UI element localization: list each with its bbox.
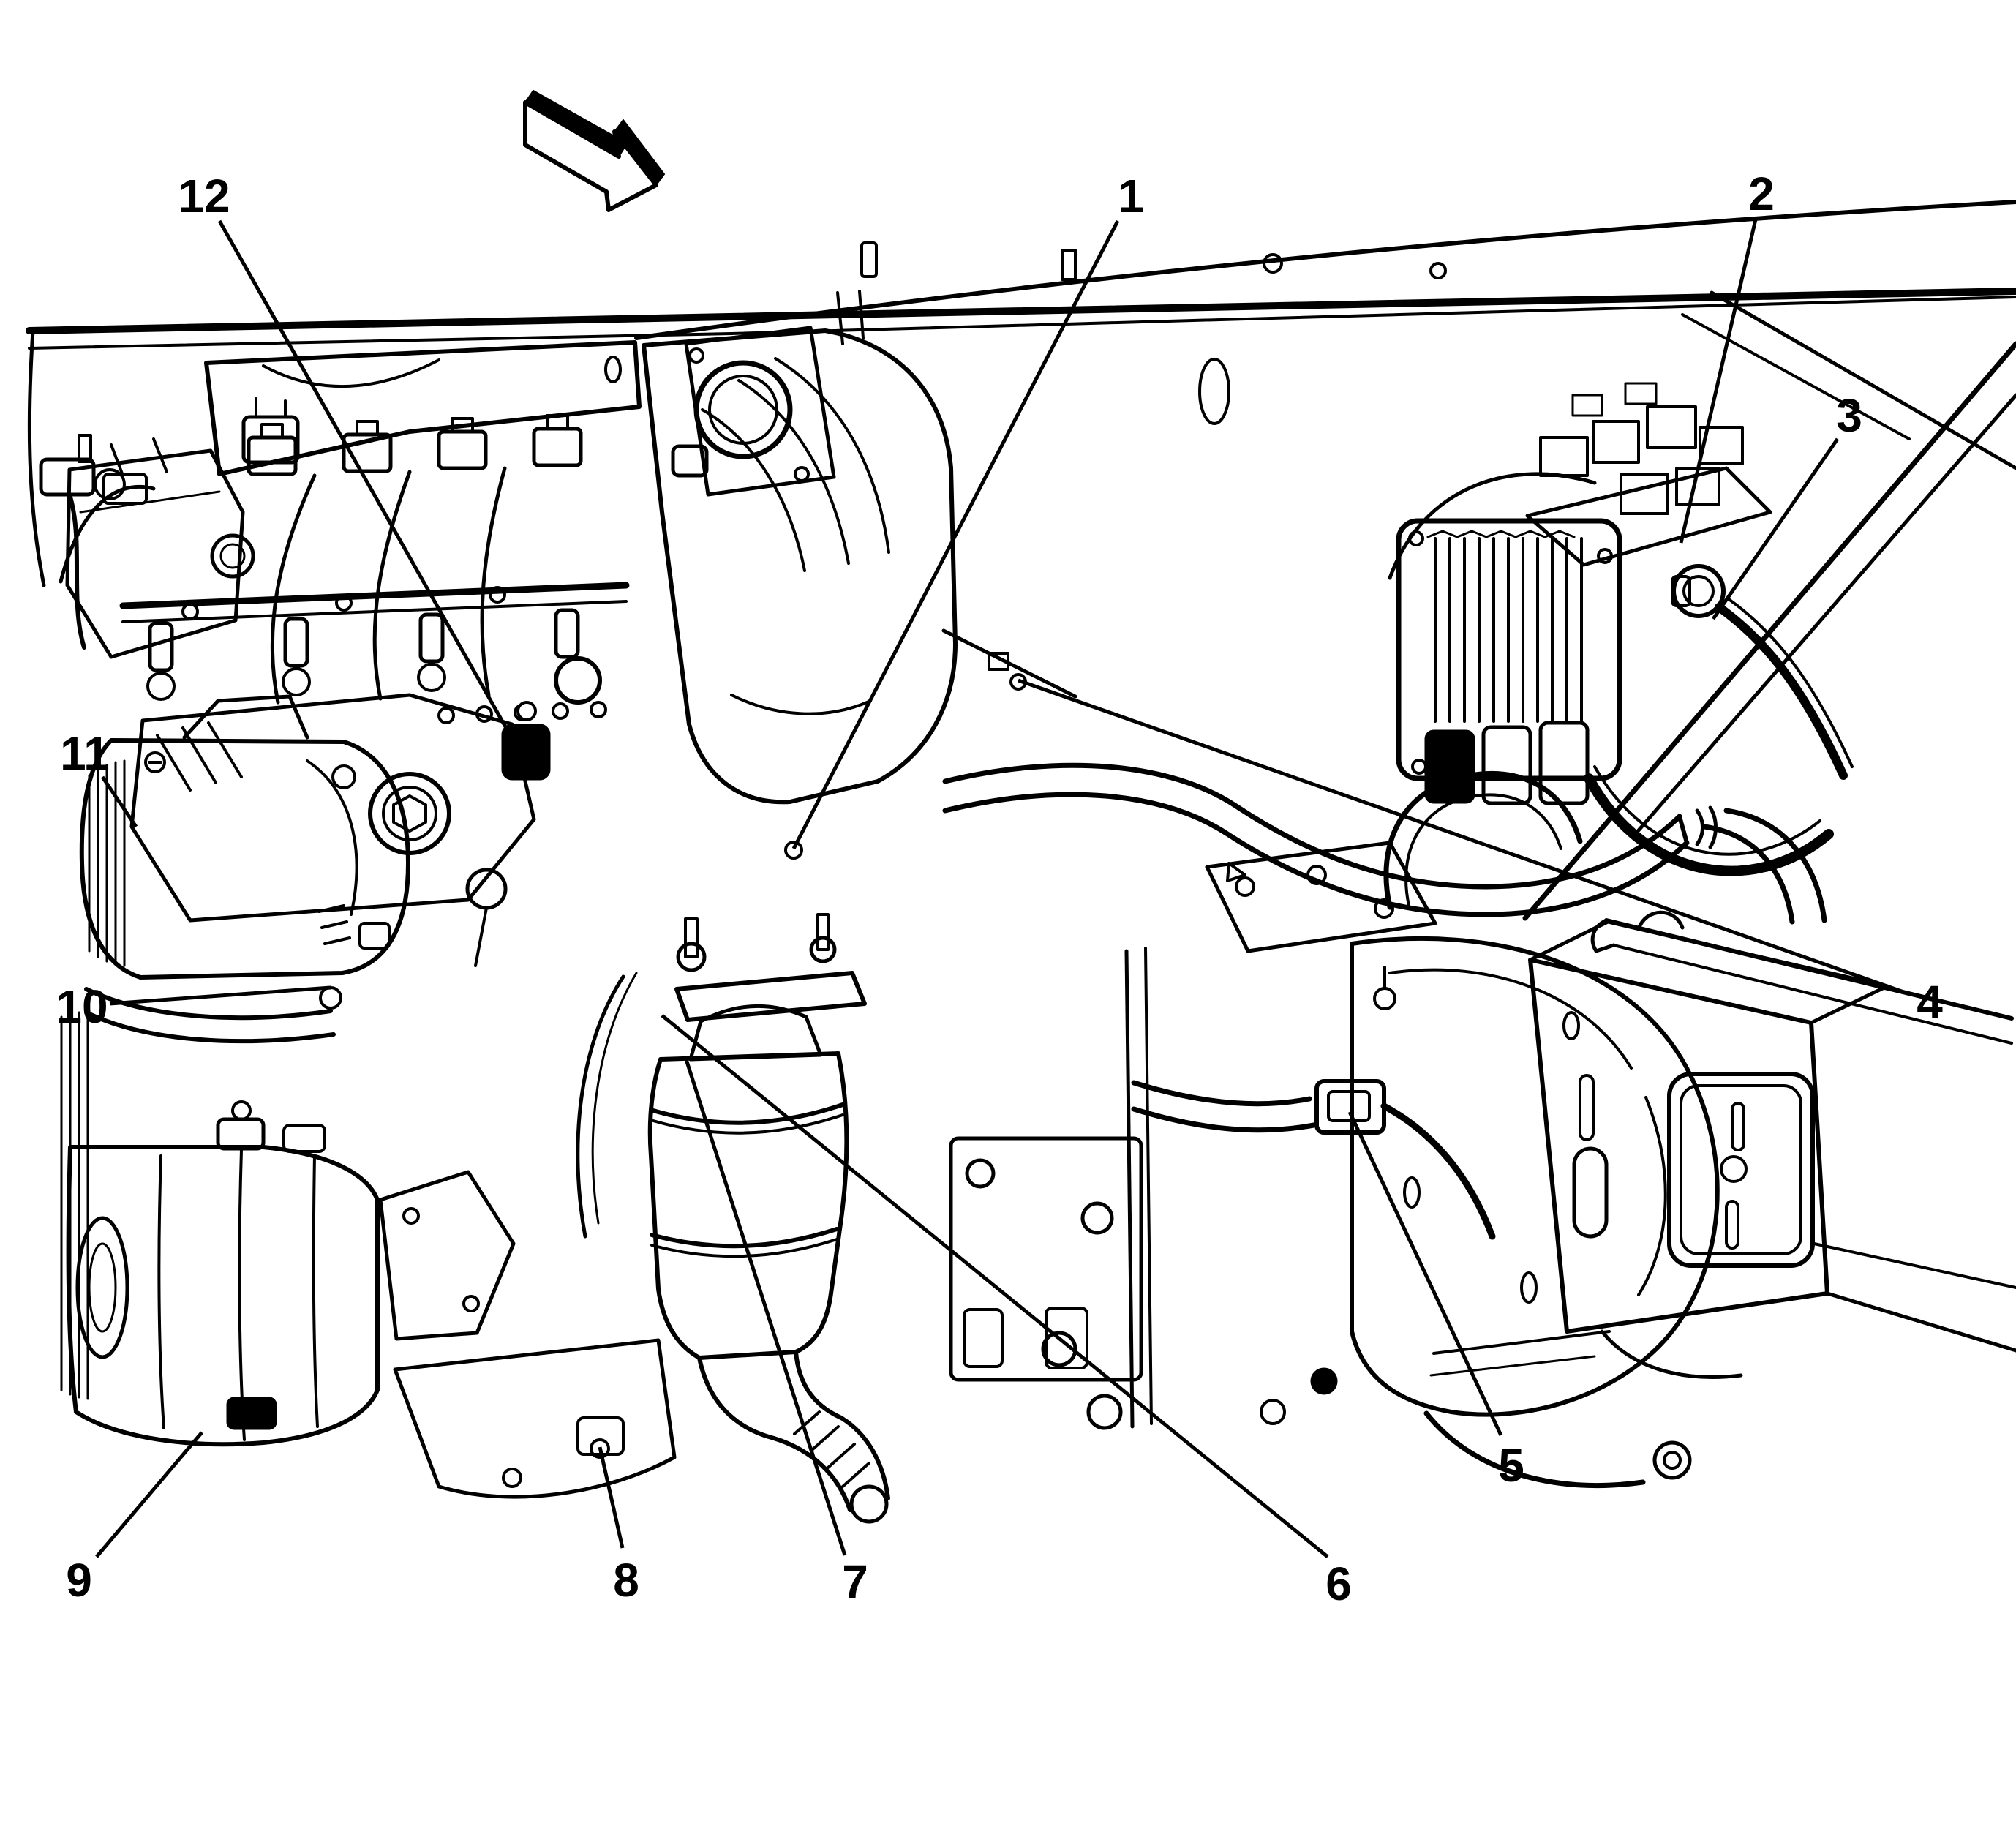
callout-number-2: 2 bbox=[1748, 168, 1775, 220]
callout-number-5: 5 bbox=[1498, 1439, 1524, 1492]
callout-10: 10 bbox=[56, 980, 331, 1033]
callout-3: 3 bbox=[1711, 389, 1862, 620]
callout-7: 7 bbox=[684, 1059, 868, 1608]
callout-leader-line-7 bbox=[684, 1059, 847, 1556]
callout-leader-line-1 bbox=[791, 219, 1120, 850]
callout-leader-line-6 bbox=[661, 1014, 1329, 1558]
callout-leader-line-8 bbox=[598, 1446, 625, 1549]
callout-2: 2 bbox=[1679, 168, 1775, 544]
callout-number-10: 10 bbox=[56, 980, 108, 1033]
callout-leader-line-10 bbox=[109, 985, 331, 1006]
callout-4: 4 bbox=[1018, 678, 1943, 1029]
callout-leader-line-3 bbox=[1711, 437, 1840, 620]
engine-line-art bbox=[26, 200, 2016, 1524]
callout-leader-line-11 bbox=[100, 775, 138, 828]
callout-leader-line-12 bbox=[217, 219, 519, 748]
callout-number-8: 8 bbox=[613, 1554, 639, 1607]
callout-number-12: 12 bbox=[178, 170, 230, 222]
callout-number-1: 1 bbox=[1118, 170, 1144, 222]
callout-number-9: 9 bbox=[66, 1554, 92, 1607]
callout-leader-line-2 bbox=[1679, 219, 1758, 544]
callout-1: 1 bbox=[791, 170, 1144, 850]
callout-number-4: 4 bbox=[1917, 976, 1943, 1029]
callout-5: 5 bbox=[1347, 1111, 1524, 1492]
callout-leader-line-4 bbox=[1018, 678, 1908, 996]
callout-number-11: 11 bbox=[60, 727, 110, 780]
callout-11: 11 bbox=[60, 727, 138, 828]
callout-12: 12 bbox=[178, 170, 519, 748]
callout-number-7: 7 bbox=[842, 1555, 868, 1608]
callout-number-3: 3 bbox=[1836, 389, 1862, 442]
callout-leader-line-5 bbox=[1347, 1111, 1503, 1437]
callout-6: 6 bbox=[661, 1014, 1352, 1610]
front-of-vehicle-arrow-icon bbox=[523, 89, 666, 212]
callout-8: 8 bbox=[598, 1446, 639, 1607]
callout-number-6: 6 bbox=[1325, 1558, 1352, 1610]
callout-9: 9 bbox=[66, 1431, 203, 1607]
callout-leader-line-9 bbox=[95, 1431, 203, 1558]
